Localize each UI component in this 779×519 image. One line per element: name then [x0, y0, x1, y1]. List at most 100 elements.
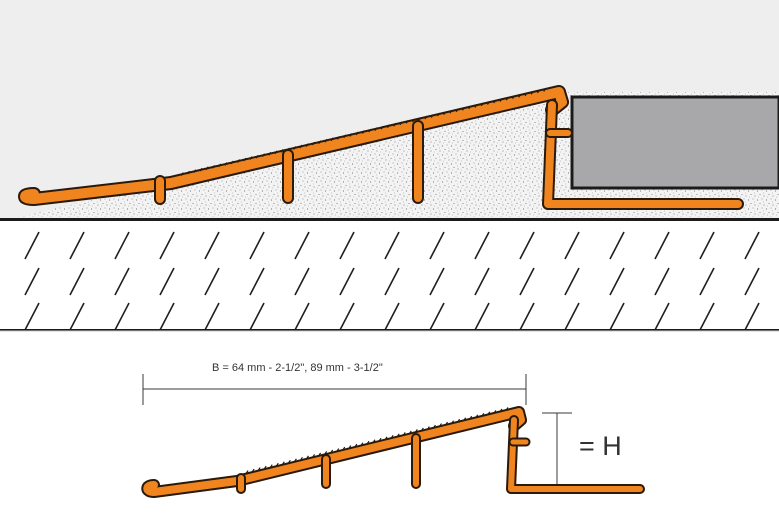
ridge-mark: [275, 462, 279, 467]
ridge-mark: [469, 415, 473, 420]
ridge-mark: [237, 159, 240, 163]
ridge-mark: [342, 446, 346, 451]
floor-tile: [570, 95, 779, 190]
hatch-stroke: [114, 267, 130, 296]
height-dimension-label: = H: [579, 431, 622, 461]
ridge-mark: [402, 432, 406, 436]
hatch-stroke: [24, 231, 40, 260]
ridge-mark: [380, 125, 384, 130]
ridge-mark: [418, 117, 422, 121]
ridge-mark: [312, 454, 316, 458]
ridge-mark: [299, 457, 303, 461]
ridge-mark: [257, 467, 261, 471]
hatch-stroke: [609, 267, 625, 296]
ridge-mark: [430, 114, 434, 118]
ridge-mark: [455, 108, 459, 113]
ridge-mark: [543, 88, 547, 92]
hatch-stroke: [564, 231, 580, 260]
ridge-mark: [243, 157, 247, 162]
ridge-mark: [318, 452, 322, 457]
ridge-mark: [293, 458, 297, 463]
hatch-stroke: [159, 267, 175, 296]
hatch-stroke: [744, 267, 760, 296]
ridge-mark: [251, 468, 255, 473]
ridge-mark: [481, 413, 485, 417]
ridge-mark: [468, 105, 472, 110]
ridge-mark: [499, 408, 503, 413]
ridge-mark: [287, 147, 290, 152]
hatch-stroke: [564, 302, 580, 329]
ridge-mark: [462, 106, 465, 111]
hatch-stroke: [519, 267, 535, 296]
ridge-mark: [280, 149, 284, 153]
ridge-mark: [348, 445, 352, 449]
hatch-stroke: [339, 231, 355, 260]
hatch-stroke: [204, 302, 220, 329]
ridge-mark: [193, 169, 197, 173]
ridge-mark: [337, 135, 340, 140]
ridge-mark: [405, 120, 409, 124]
hatch-stroke: [24, 302, 40, 329]
hatch-stroke: [429, 267, 445, 296]
hatch-stroke: [69, 231, 85, 260]
hatch-stroke: [699, 231, 715, 260]
ridge-mark: [487, 411, 491, 416]
ridge-mark: [512, 95, 515, 100]
ridge-mark: [524, 92, 528, 97]
hatch-stroke: [384, 231, 400, 260]
ridge-mark: [384, 436, 388, 441]
ridge-mark: [281, 461, 285, 466]
ridge-mark: [451, 420, 455, 424]
ridge-mark: [396, 433, 400, 438]
ridge-mark: [368, 128, 372, 133]
hatch-stroke: [564, 267, 580, 296]
ridge-mark: [457, 418, 461, 423]
hatch-stroke: [384, 302, 400, 329]
hatch-stroke: [609, 231, 625, 260]
hatch-stroke: [204, 231, 220, 260]
ridge-mark: [438, 423, 442, 427]
ridge-mark: [249, 156, 253, 160]
ridge-mark: [530, 91, 534, 95]
ridge-mark: [518, 93, 522, 98]
ridge-mark: [287, 459, 291, 464]
ridge-mark: [390, 435, 394, 439]
hatch-stroke: [24, 267, 40, 296]
ridge-mark: [218, 163, 222, 168]
ridge-mark: [362, 130, 365, 134]
ridge-mark: [414, 429, 418, 433]
width-dimension-label: B = 64 mm - 2-1/2", 89 mm - 3-1/2": [212, 362, 383, 374]
hatch-stroke: [159, 302, 175, 329]
ridge-mark: [343, 134, 347, 139]
hatch-stroke: [744, 231, 760, 260]
hatch-stroke: [69, 302, 85, 329]
hatch-stroke: [654, 267, 670, 296]
ridge-mark: [263, 465, 267, 470]
hatch-stroke: [294, 302, 310, 329]
hatch-stroke: [474, 302, 490, 329]
ridge-mark: [493, 410, 497, 414]
ridge-mark: [245, 470, 249, 474]
hatch-stroke: [249, 231, 265, 260]
ridge-mark: [330, 449, 334, 454]
hatch-stroke: [384, 267, 400, 296]
ridge-mark: [505, 407, 509, 411]
ridge-mark: [355, 131, 359, 136]
ridge-mark: [449, 109, 453, 114]
ridge-mark: [180, 172, 184, 176]
ridge-mark: [293, 146, 297, 150]
hatch-stroke: [159, 231, 175, 260]
hatch-stroke: [294, 267, 310, 296]
ridge-mark: [487, 101, 490, 105]
ridge-mark: [324, 138, 328, 143]
ridge-mark: [443, 111, 447, 115]
ridge-mark: [378, 437, 382, 442]
hatch-stroke: [474, 267, 490, 296]
ridge-mark: [505, 96, 509, 101]
ridge-mark: [269, 464, 273, 468]
ridge-mark: [463, 417, 467, 422]
hatch-stroke: [114, 231, 130, 260]
ridge-mark: [412, 118, 415, 123]
ridge-mark: [212, 164, 215, 169]
substrate-hatching: [24, 231, 760, 329]
